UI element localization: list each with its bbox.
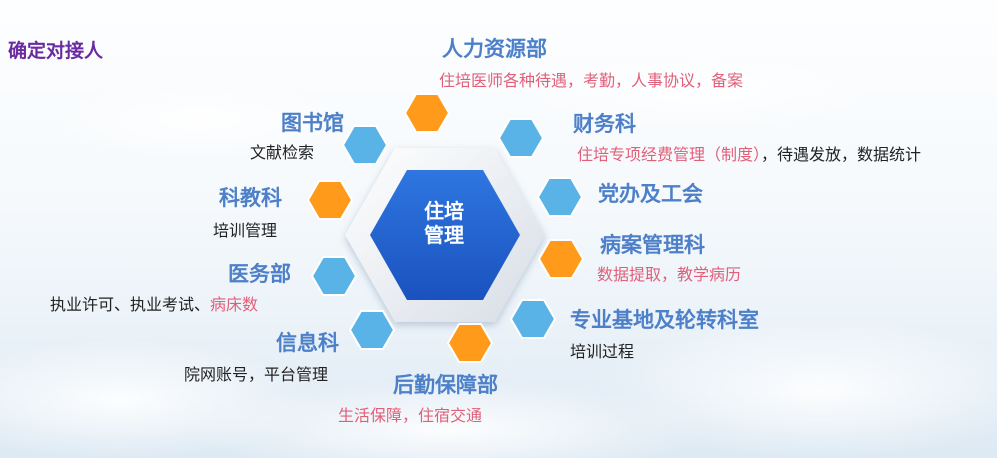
base-hexagon-icon [509, 299, 557, 339]
dept-medical-desc: 执业许可、执业考试、病床数 [50, 297, 258, 313]
dept-education-desc: 培训管理 [213, 221, 278, 240]
dept-finance-name: 财务科 [573, 112, 636, 136]
records-hexagon-icon [537, 239, 585, 279]
center-label-line1: 住培 [424, 199, 464, 223]
dept-logistics-desc: 生活保障，住宿交通 [338, 406, 483, 425]
info-hexagon-icon [348, 310, 396, 350]
education-hexagon-icon [306, 180, 354, 220]
dept-hr-desc: 住培医师各种待遇，考勤，人事协议，备案 [439, 71, 744, 90]
dept-info-name: 信息科 [276, 331, 339, 355]
dept-finance-desc-highlight: 住培专项经费管理（制度） [577, 145, 762, 164]
dept-medical-name: 医务部 [228, 262, 291, 286]
dept-base-desc: 培训过程 [570, 342, 635, 361]
center-label-line2: 管理 [424, 223, 464, 247]
dept-hr-name: 人力资源部 [442, 37, 547, 61]
dept-medical-desc-highlight: 病床数 [210, 295, 259, 314]
dept-records-name: 病案管理科 [600, 233, 705, 257]
dept-medical-desc-rest: 执业许可、执业考试、 [50, 295, 211, 314]
finance-hexagon-icon [497, 118, 545, 158]
dept-logistics-name: 后勤保障部 [393, 373, 498, 397]
page-heading: 确定对接人 [8, 40, 104, 62]
center-hexagon [345, 148, 545, 322]
party-hexagon-icon [536, 177, 584, 217]
dept-education-name: 科教科 [219, 186, 282, 210]
dept-library-name: 图书馆 [281, 111, 344, 135]
dept-finance-desc: 住培专项经费管理（制度），待遇发放，数据统计 [577, 147, 921, 163]
dept-records-desc: 数据提取，教学病历 [597, 265, 742, 284]
dept-party-name: 党办及工会 [598, 182, 703, 206]
library-hexagon-icon [341, 125, 389, 165]
dept-finance-desc-rest: ，待遇发放，数据统计 [761, 145, 922, 164]
dept-base-name: 专业基地及轮转科室 [570, 308, 759, 332]
center-label: 住培 管理 [408, 199, 480, 247]
hr-hexagon-icon [403, 93, 451, 133]
medical-hexagon-icon [310, 256, 358, 296]
dept-info-desc: 院网账号，平台管理 [184, 365, 329, 384]
dept-library-desc: 文献检索 [250, 143, 315, 162]
logistics-hexagon-icon [446, 323, 494, 363]
